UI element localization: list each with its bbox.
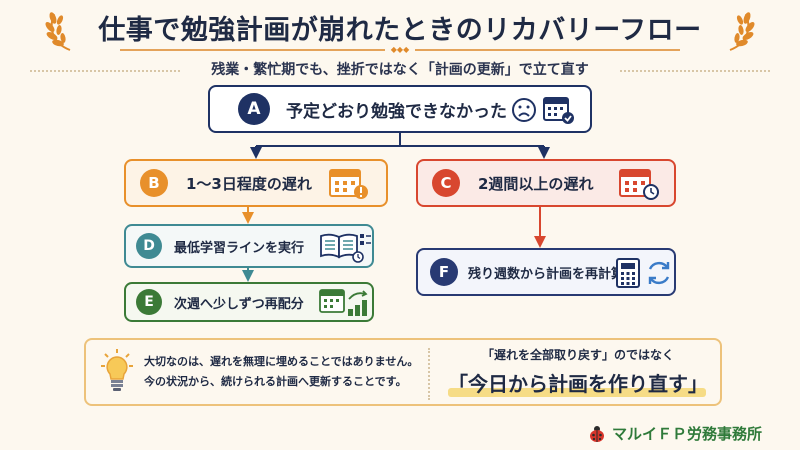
quote-main: 「今日から計画を作り直す」 bbox=[448, 372, 708, 396]
divider-ornament: ◆◆◆ bbox=[385, 44, 415, 56]
open-book-checklist-icon bbox=[320, 233, 371, 263]
step-b-label: 1〜3日程度の遅れ bbox=[186, 174, 312, 193]
brand-name: マルイＦＰ労務事務所 bbox=[612, 425, 763, 443]
step-c-label: 2週間以上の遅れ bbox=[478, 174, 594, 193]
quote-lead: 「遅れを全部取り戻す」のではなく bbox=[481, 348, 674, 362]
flow-step-c: C 2週間以上の遅れ bbox=[416, 159, 676, 207]
quote-highlight bbox=[448, 388, 706, 397]
flow-step-a: A 予定どおり勉強できなかった bbox=[208, 85, 592, 133]
step-d-label: 最低学習ラインを実行 bbox=[174, 240, 305, 256]
step-a-badge: A bbox=[238, 93, 270, 125]
key-message-line-2: 今の状況から、続けられる計画へ更新することです。 bbox=[144, 375, 407, 388]
laurel-wreath-icon bbox=[729, 12, 755, 51]
page-subtitle: 残業・繁忙期でも、挫折ではなく「計画の更新」で立て直す bbox=[211, 62, 589, 78]
flow-step-e: E 次週へ少しずつ再配分 bbox=[124, 282, 374, 322]
key-message-text: 大切なのは、遅れを無理に埋めることではありません。 今の状況から、続けられる計画… bbox=[144, 352, 418, 392]
calendar-clock-icon bbox=[619, 169, 659, 200]
sad-face-icon bbox=[512, 98, 536, 122]
calculator-refresh-icon bbox=[616, 258, 670, 288]
note-divider bbox=[428, 348, 430, 400]
key-message-line-1: 大切なのは、遅れを無理に埋めることではありません。 bbox=[144, 355, 419, 368]
step-f-badge: F bbox=[430, 258, 458, 286]
flow-step-b: B 1〜3日程度の遅れ bbox=[124, 159, 388, 207]
step-f-label: 残り週数から計画を再計算 bbox=[468, 266, 625, 282]
subtitle-dots-right bbox=[620, 70, 770, 72]
step-c-badge: C bbox=[432, 169, 460, 197]
step-e-badge: E bbox=[136, 289, 162, 315]
key-message-panel: 大切なのは、遅れを無理に埋めることではありません。 今の状況から、続けられる計画… bbox=[84, 338, 722, 406]
connector-a-split bbox=[250, 133, 550, 159]
calendar-bars-icon bbox=[319, 289, 368, 316]
step-a-label: 予定どおり勉強できなかった bbox=[286, 101, 507, 122]
page-title: 仕事で勉強計画が崩れたときのリカバリーフロー bbox=[98, 15, 702, 46]
brand-logo: マルイＦＰ労務事務所 bbox=[588, 423, 762, 444]
step-b-badge: B bbox=[140, 169, 168, 197]
step-e-label: 次週へ少しずつ再配分 bbox=[174, 296, 304, 312]
sad-face-calendar-check-icon bbox=[512, 97, 574, 124]
step-d-badge: D bbox=[136, 233, 162, 259]
calendar-alert-icon bbox=[329, 169, 368, 199]
flow-step-d: D 最低学習ラインを実行 bbox=[124, 224, 374, 268]
calendar-check-icon bbox=[543, 97, 574, 124]
flow-step-f: F 残り週数から計画を再計算 bbox=[416, 248, 676, 296]
laurel-wreath-icon bbox=[45, 12, 71, 51]
lightbulb-icon bbox=[101, 349, 133, 391]
subtitle-dots-left bbox=[30, 70, 180, 72]
ladybug-icon bbox=[590, 425, 604, 442]
